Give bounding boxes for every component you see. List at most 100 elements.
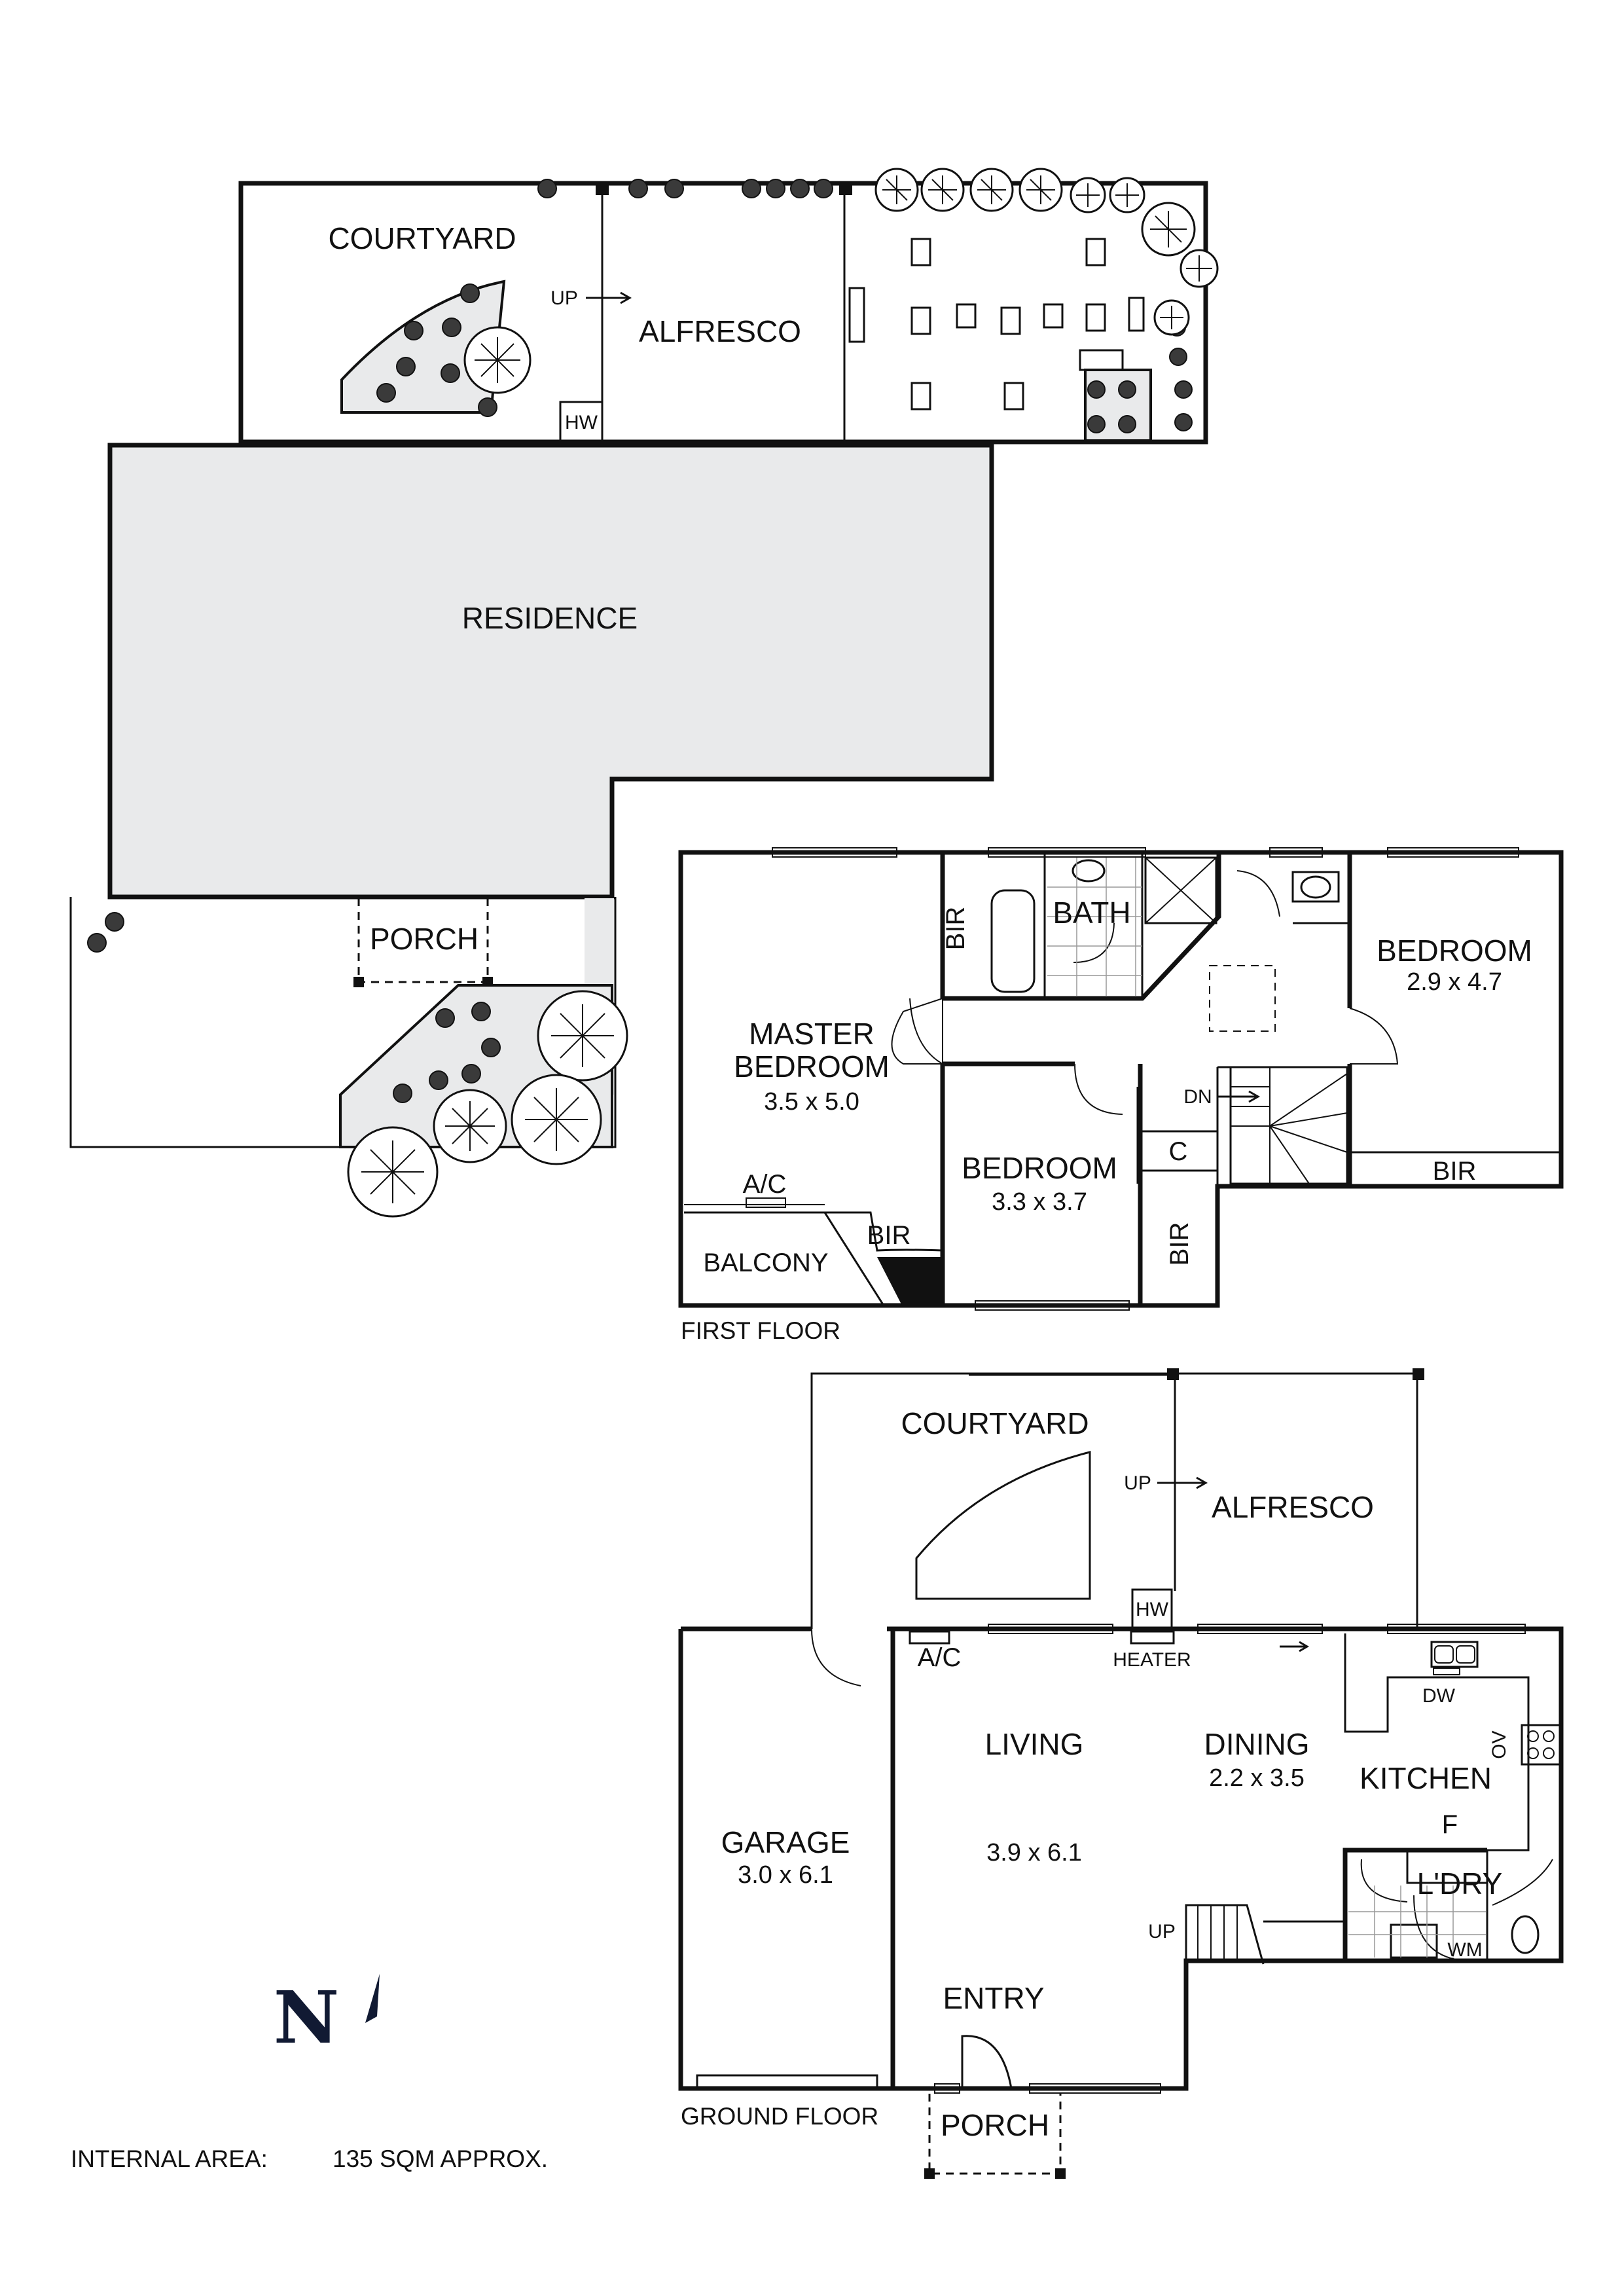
courtyard-label: COURTYARD xyxy=(328,221,516,255)
bedroom-dimensions: 3.3 x 3.7 xyxy=(992,1188,1087,1216)
bath-label: BATH xyxy=(1053,896,1130,930)
toilet xyxy=(1511,1915,1540,1954)
garage-label: GARAGE xyxy=(721,1825,850,1859)
internal-area-value: 135 SQM APPROX. xyxy=(333,2145,548,2172)
first-floor-caption: FIRST FLOOR xyxy=(681,1317,840,1344)
slide-door-arrow xyxy=(1280,1641,1309,1652)
alfresco-label: ALFRESCO xyxy=(639,314,801,348)
fence-post xyxy=(839,182,852,195)
up-label: UP xyxy=(1148,1921,1176,1942)
residence-block xyxy=(107,443,994,900)
door-swing xyxy=(1492,1859,1553,1906)
ac-unit xyxy=(746,1197,786,1208)
bathtub xyxy=(990,889,1036,993)
porch-outline xyxy=(357,898,489,983)
stairs xyxy=(1229,1066,1348,1185)
ac-unit xyxy=(909,1630,950,1645)
up-label: UP xyxy=(550,287,578,309)
bedroom-dimensions: 2.9 x 4.7 xyxy=(1407,968,1502,996)
ground-floor: HW COURTYARD UP ALFRESCO xyxy=(678,1368,1564,2179)
courtyard-garden-bed xyxy=(915,1451,1091,1600)
ground-floor-caption: GROUND FLOOR xyxy=(681,2103,878,2130)
entry-door xyxy=(961,2035,1013,2089)
windows xyxy=(696,1624,1526,2094)
door-swing xyxy=(1349,1008,1399,1065)
bedroom-label: BEDROOM xyxy=(1377,934,1532,968)
courtyard-label: COURTYARD xyxy=(901,1406,1089,1440)
heater-label: HEATER xyxy=(1113,1649,1191,1671)
skylight xyxy=(1209,965,1276,1032)
laundry-label: L'DRY xyxy=(1417,1867,1503,1901)
bir-label: BIR xyxy=(941,907,970,951)
porch-label: PORCH xyxy=(941,2108,1049,2142)
garage-dimensions: 3.0 x 6.1 xyxy=(738,1861,833,1889)
washing-machine xyxy=(1390,1923,1438,1959)
bir-wedge xyxy=(823,1211,944,1307)
dishwasher-label: DW xyxy=(1422,1685,1456,1707)
kitchen-bench xyxy=(1344,1633,1530,1851)
toilet xyxy=(1300,875,1331,899)
dining-label: DINING xyxy=(1204,1727,1310,1761)
porch-outline xyxy=(928,2094,1062,2175)
porch-post xyxy=(353,977,364,987)
site-plan: HW COURTYARD UP ALFRESCO RESIDENCE xyxy=(69,181,1208,1148)
residence-label: RESIDENCE xyxy=(462,601,638,635)
north-letter: N xyxy=(274,1975,340,2060)
kitchen-label: KITCHEN xyxy=(1360,1761,1492,1795)
hot-water-unit xyxy=(559,401,604,443)
cooktop xyxy=(1521,1724,1561,1766)
bir-label: BIR xyxy=(867,1221,911,1250)
alfresco-label: ALFRESCO xyxy=(1212,1490,1374,1524)
courtyard-garden-bed xyxy=(340,280,506,414)
door-swing xyxy=(1073,922,1115,963)
porch-label: PORCH xyxy=(370,922,478,956)
dining-dimensions: 2.2 x 3.5 xyxy=(1209,1764,1305,1792)
bath-tiles xyxy=(1047,858,1142,996)
ac-label: A/C xyxy=(743,1170,787,1199)
courtyard-boundary xyxy=(810,1372,1418,1629)
bir-label: BIR xyxy=(1165,1222,1194,1266)
master-bedroom-label: MASTER xyxy=(749,1017,874,1051)
door-swing xyxy=(811,1628,861,1686)
shower xyxy=(1144,856,1217,924)
door-swing xyxy=(1074,1063,1123,1115)
hot-water-label: HW xyxy=(1136,1599,1169,1620)
first-floor: MASTER BEDROOM 3.5 x 5.0 BIR BATH BEDROO… xyxy=(678,847,1564,1344)
shrubs xyxy=(87,179,1193,1103)
fence-post xyxy=(596,182,609,195)
outdoor-furniture xyxy=(848,238,1152,442)
hot-water-label: HW xyxy=(565,412,598,433)
north-pointer-icon xyxy=(365,1974,380,2023)
door-swing xyxy=(891,997,943,1065)
first-floor-outline xyxy=(678,850,1564,1308)
washing-machine-label: WM xyxy=(1447,1939,1482,1961)
entry-label: ENTRY xyxy=(943,1981,1044,2015)
bedroom-label: BEDROOM xyxy=(962,1151,1117,1185)
oven-label: OV xyxy=(1488,1730,1510,1758)
laundry-tiles xyxy=(1348,1886,1486,1958)
backyard-boundary xyxy=(238,181,1208,445)
door-swing xyxy=(1360,1859,1408,1903)
stairs xyxy=(1185,1904,1345,1965)
up-label: UP xyxy=(1124,1472,1151,1494)
down-label: DN xyxy=(1183,1086,1212,1108)
fridge-label: F xyxy=(1442,1810,1458,1839)
master-bedroom-label: BEDROOM xyxy=(734,1049,890,1084)
sink xyxy=(1430,1641,1479,1668)
heater-unit xyxy=(1130,1630,1175,1645)
trees xyxy=(347,168,1219,1218)
north-arrow: N xyxy=(274,1974,380,2060)
bir-label: BIR xyxy=(1433,1157,1477,1186)
up-arrow-head xyxy=(620,291,632,304)
living-label: LIVING xyxy=(985,1727,1084,1761)
living-dimensions: 3.9 x 6.1 xyxy=(986,1839,1082,1867)
dishwasher xyxy=(1433,1667,1460,1675)
balcony-void xyxy=(877,1257,943,1305)
internal-area-label: INTERNAL AREA: xyxy=(71,2145,268,2172)
master-bedroom-dimensions: 3.5 x 5.0 xyxy=(764,1088,859,1116)
bath-wall xyxy=(943,854,1221,1001)
windows xyxy=(772,847,1519,1311)
cupboard-label: C xyxy=(1169,1137,1188,1166)
balcony-label: BALCONY xyxy=(703,1248,828,1277)
